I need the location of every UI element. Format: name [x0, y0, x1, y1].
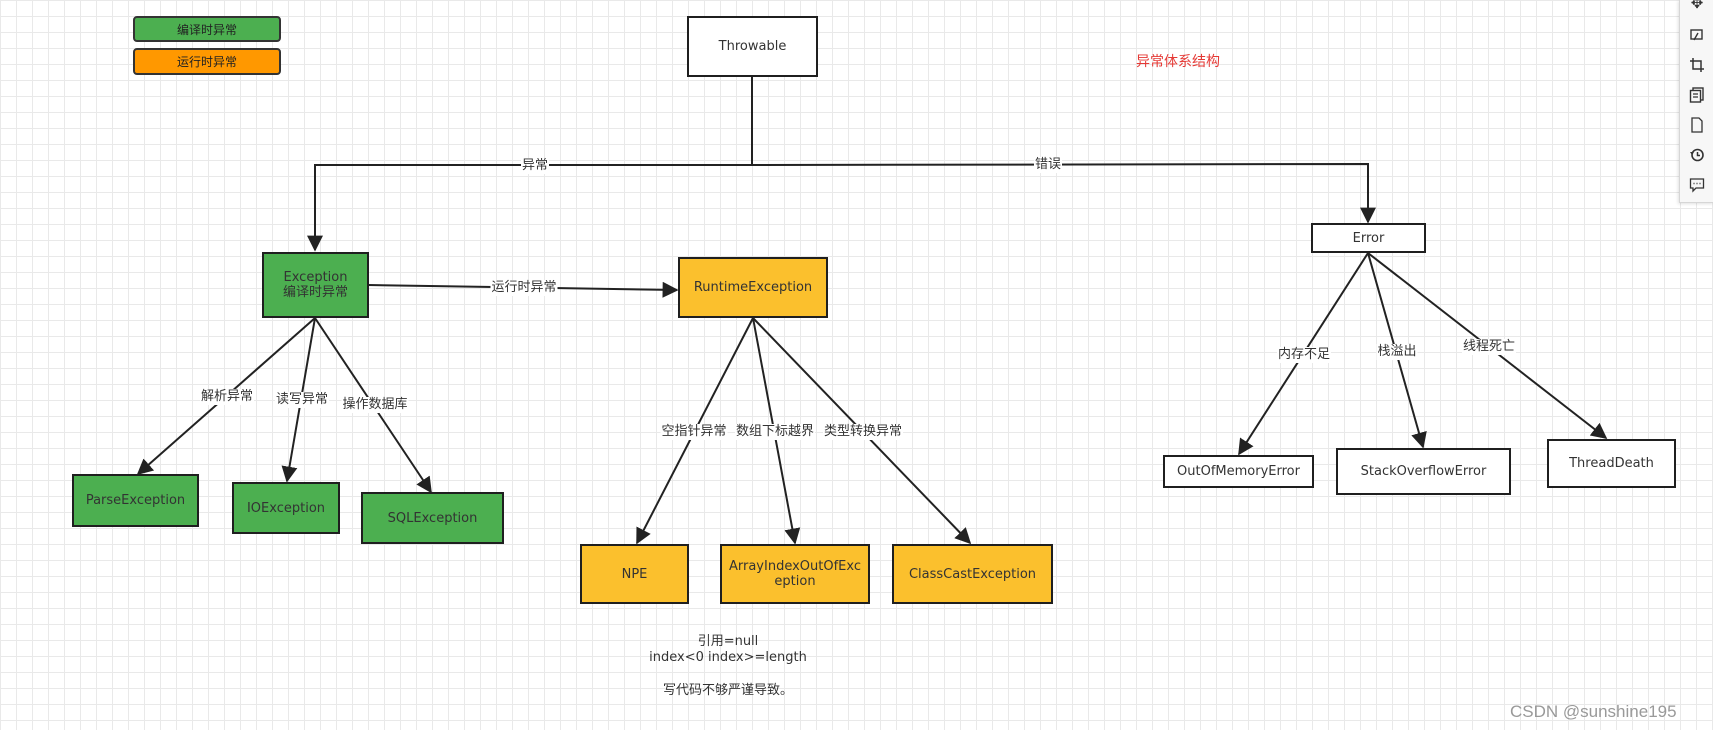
crop-icon[interactable]	[1688, 56, 1706, 74]
watermark: CSDN @sunshine195	[1510, 702, 1677, 721]
node-throwable[interactable]: Throwable	[687, 16, 818, 77]
comment-glyph	[1689, 178, 1705, 193]
edge-label-parse: 解析异常	[199, 389, 255, 405]
node-throwable-label: Throwable	[718, 39, 787, 54]
right-toolbar: ✥	[1679, 0, 1713, 203]
edge-label-exception: 异常	[520, 158, 550, 174]
edge-label-out-of-memory: 内存不足	[1276, 347, 1332, 363]
node-parse-exception-label: ParseException	[85, 493, 186, 508]
node-error-label: Error	[1352, 230, 1385, 246]
edge-label-array-index: 数组下标越界	[734, 424, 816, 440]
note-index-bounds: index<0 index>=length	[649, 650, 807, 665]
crosshair-icon[interactable]: ✥	[1690, 0, 1704, 12]
node-sql-exception-label: SQLException	[387, 510, 478, 526]
node-array-index-label-cont: eption	[774, 574, 816, 589]
node-npe[interactable]: NPE	[580, 544, 689, 604]
node-array-index-label: ArrayIndexOutOfExc	[728, 559, 861, 574]
node-runtime-exception-label: RuntimeException	[693, 280, 813, 295]
node-array-index-exception[interactable]: ArrayIndexOutOfExc eption	[720, 544, 870, 604]
history-glyph	[1690, 148, 1704, 162]
edge-label-thread-death: 线程死亡	[1461, 339, 1517, 355]
pages-glyph	[1689, 87, 1704, 103]
node-parse-exception[interactable]: ParseException	[72, 474, 199, 527]
node-exception-sublabel: 编译时异常	[282, 285, 348, 300]
history-icon[interactable]	[1688, 146, 1706, 164]
node-stack-overflow-error[interactable]: StackOverflowError	[1336, 448, 1511, 495]
legend-runtime-label: 运行时异常	[176, 55, 237, 69]
edge-label-error: 错误	[1033, 157, 1063, 173]
legend-runtime-exception: 运行时异常	[133, 48, 281, 75]
node-error[interactable]: Error	[1311, 223, 1426, 253]
node-class-cast-label: ClassCastException	[908, 566, 1037, 582]
node-exception[interactable]: Exception 编译时异常	[262, 252, 369, 318]
edge-label-stack-overflow: 栈溢出	[1376, 344, 1418, 360]
node-thread-death-label: ThreadDeath	[1569, 456, 1654, 471]
comment-icon[interactable]	[1688, 176, 1706, 194]
node-runtime-exception[interactable]: RuntimeException	[678, 257, 828, 318]
node-class-cast-exception[interactable]: ClassCastException	[892, 544, 1053, 604]
crop-glyph	[1690, 58, 1704, 72]
node-sql-exception[interactable]: SQLException	[361, 492, 504, 544]
edge-label-type-cast: 类型转换异常	[822, 424, 904, 440]
edge-label-io: 读写异常	[274, 392, 330, 408]
node-io-exception[interactable]: IOException	[232, 482, 340, 534]
edge-label-null-pointer: 空指针异常	[660, 424, 728, 440]
node-out-of-memory-label: OutOfMemoryError	[1177, 464, 1300, 479]
edge-throwable-error	[751, 162, 1376, 224]
note-null-reference: 引用=null	[697, 634, 759, 649]
page-glyph	[1691, 117, 1703, 133]
pages-icon[interactable]	[1688, 86, 1706, 104]
node-out-of-memory-error[interactable]: OutOfMemoryError	[1163, 455, 1314, 488]
node-io-exception-label: IOException	[246, 500, 326, 516]
node-exception-label: Exception	[283, 270, 348, 285]
note-careless-code: 写代码不够严谨导致。	[662, 683, 793, 698]
legend-compile-label: 编译时异常	[176, 22, 237, 37]
diagram-title: 异常体系结构	[1136, 54, 1220, 70]
node-npe-label: NPE	[621, 566, 648, 582]
formula-glyph	[1690, 29, 1703, 41]
node-stack-overflow-label: StackOverflowError	[1360, 464, 1487, 479]
legend-compile-exception: 编译时异常	[133, 16, 281, 42]
page-icon[interactable]	[1688, 116, 1706, 134]
formula-icon[interactable]	[1688, 26, 1706, 44]
edge-label-runtime: 运行时异常	[490, 280, 558, 296]
edge-label-db: 操作数据库	[341, 397, 409, 413]
node-thread-death[interactable]: ThreadDeath	[1547, 439, 1676, 488]
